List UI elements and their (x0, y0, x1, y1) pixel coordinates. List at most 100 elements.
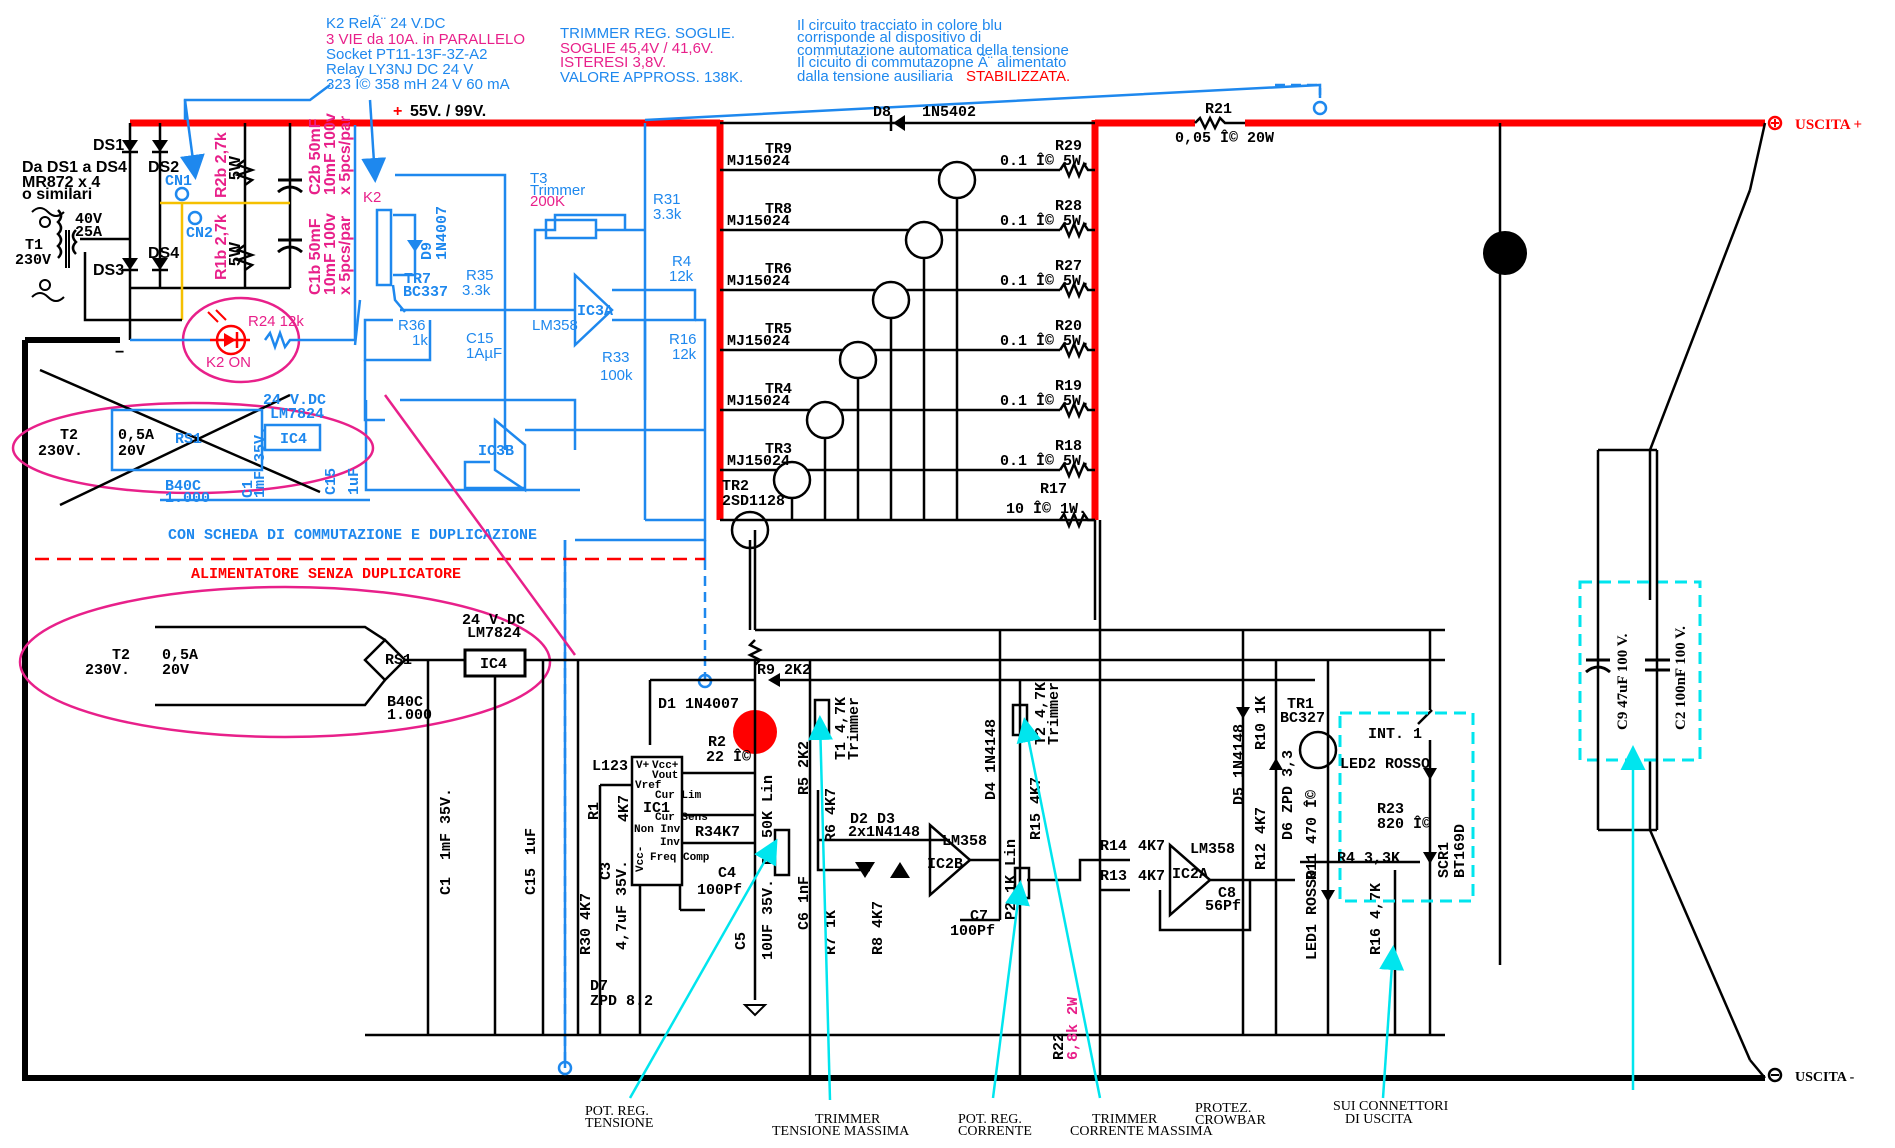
resistor-name: R27 (1055, 258, 1082, 275)
svg-text:SOGLIE 45,4V / 41,6V.: SOGLIE 45,4V / 41,6V. (560, 40, 714, 57)
r4-label: R4 (672, 253, 691, 270)
regx-voltage: 24 V.DC (263, 392, 326, 409)
c7-val: 100Pf (950, 923, 995, 940)
pin-vplus: V+ (636, 760, 650, 772)
resistor-name: R19 (1055, 378, 1082, 395)
resistor-value: 0.1 Î© 5W. (1000, 452, 1090, 470)
cn2-label: CN2 (186, 225, 213, 242)
transistor-part: MJ15024 (727, 213, 790, 230)
c15x-label: C15 (323, 468, 340, 495)
transistor-part: MJ15024 (727, 273, 790, 290)
power-transistor-symbol (904, 220, 944, 260)
c1b-label-2: 10mF 100v (322, 213, 339, 295)
r21-val: 0,05 Î© 20W (1175, 129, 1274, 147)
r16-label: R16 (669, 331, 697, 348)
rs1x-label: RS1 (175, 431, 202, 448)
transistor-name: TR3 (765, 441, 792, 458)
t2-label: T2 (112, 647, 130, 664)
diode-note-1: Da DS1 a DS4 (22, 159, 127, 176)
r2b-label: R2b 2,7k (213, 132, 230, 198)
power-transistor-symbol (871, 280, 911, 320)
tr7-label: TR7 (404, 271, 431, 288)
r12-label: R12 4K7 (1253, 807, 1270, 870)
c7-label: C7 (970, 908, 988, 925)
power-transistor-symbol (937, 160, 977, 200)
r30-val: 4K7 (578, 893, 595, 920)
r11-label: R11 470 Î© (1303, 790, 1321, 880)
input-bridge (80, 123, 303, 340)
rs1-label: RS1 (385, 652, 412, 669)
c4-label: C4 (718, 865, 736, 882)
callout-trim-v-1: TRIMMER (815, 1112, 881, 1127)
r14-val: 4K7 (1138, 838, 1165, 855)
k2-on-label: K2 ON (206, 354, 251, 371)
svg-text:VALORE APPROSS. 138K.: VALORE APPROSS. 138K. (560, 69, 743, 86)
c5-val: 10UF 35V. (760, 879, 777, 960)
t2-volts: 20V (162, 662, 189, 679)
r6-label: R6 4K7 (823, 788, 840, 842)
diode-note-2: MR872 x 4 (22, 174, 100, 191)
positive-rail (130, 119, 1765, 520)
callout-trim-c-1: TRIMMER (1092, 1112, 1158, 1127)
k2-on-led (130, 295, 357, 356)
pin-inv: Inv (660, 837, 680, 849)
t3-type: Trimmer (530, 182, 585, 199)
c1b-label-3: x 5pcs/par (337, 216, 354, 295)
cn2-terminal (187, 210, 203, 226)
resistor-value: 0.1 Î© 5W. (1000, 392, 1090, 410)
t2x-primary: 230V. (38, 443, 83, 460)
ic3b-label: IC3B (478, 443, 514, 460)
c8-val: 56Pf (1205, 898, 1241, 915)
r22-label: R22 (1051, 1033, 1068, 1060)
section-without-doubler: ALIMENTATORE SENZA DUPLICATORE (191, 566, 461, 583)
output-plus-label: USCITA + (1795, 117, 1862, 133)
crossed-supply-highlight (11, 401, 375, 495)
callout-connectors-2: DI USCITA (1345, 1112, 1414, 1127)
d2d3-label: D2 D3 (850, 811, 895, 828)
r3-val: 4K7 (713, 824, 740, 841)
c5-label: C5 (733, 932, 750, 950)
d2d3-val: 2x1N4148 (848, 824, 920, 841)
ic4x-label: IC4 (280, 431, 307, 448)
callout-connectors-1: SUI CONNETTORI (1333, 1099, 1449, 1114)
ic3a-part: LM358 (532, 317, 578, 334)
ic2a-part: LM358 (1190, 841, 1235, 858)
emitter-resistor (1058, 280, 1095, 300)
transistor-part: MJ15024 (727, 333, 790, 350)
transistor-part: MJ15024 (727, 393, 790, 410)
bridge-label: B40C (387, 694, 423, 711)
r13-label: R13 (1100, 868, 1127, 885)
c8-label: C8 (1218, 885, 1236, 902)
circuit-note: Il circuito tracciato in colore blu corr… (797, 17, 1070, 85)
svg-text:3 VIE da 10A. in PARALLELO: 3 VIE da 10A. in PARALLELO (326, 31, 525, 48)
pin-cursens: Cur Sens (655, 812, 708, 824)
c15-val: 1uF (523, 828, 540, 855)
svg-text:TRIMMER REG. SOGLIE.: TRIMMER REG. SOGLIE. (560, 25, 735, 42)
r1-label: R1 (586, 802, 603, 820)
bridgex-val: 1.000 (165, 490, 210, 507)
r16p-label: R16 4,7K (1368, 883, 1385, 955)
transistor-name: TR5 (765, 321, 792, 338)
negative-rail (22, 337, 1765, 1081)
svg-text:Relay LY3NJ DC 24 V: Relay LY3NJ DC 24 V (326, 61, 473, 78)
d9-label: D9 (419, 242, 436, 260)
output-minus-label: USCITA - (1795, 1070, 1855, 1085)
resistor-name: R20 (1055, 318, 1082, 335)
c15x-val: 1uF (346, 468, 363, 495)
c15-label: C15 (523, 868, 540, 895)
callout-trim-c-2: CORRENTE MASSIMA (1070, 1124, 1214, 1139)
regulator-wiring (598, 520, 1315, 1080)
r33-val: 100k (600, 367, 633, 384)
r24-label: R24 12k (248, 313, 304, 330)
r36-val: 1k (412, 332, 428, 349)
resistor-value: 0.1 Î© 5W. (1000, 212, 1090, 230)
callout-pot-c-1: POT. REG. (958, 1112, 1022, 1127)
r2b-watt: 5W (227, 155, 244, 180)
cross-line-2 (59, 393, 291, 507)
c3-val: 4,7uF 35V. (614, 860, 631, 950)
r1b-label: R1b 2,7k (213, 214, 230, 280)
resistor-value: 0.1 Î© 5W. (1000, 272, 1090, 290)
c6-label: C6 1nF (796, 876, 813, 930)
emitter-resistor (1058, 220, 1095, 240)
reg-part: LM7824 (467, 625, 521, 642)
